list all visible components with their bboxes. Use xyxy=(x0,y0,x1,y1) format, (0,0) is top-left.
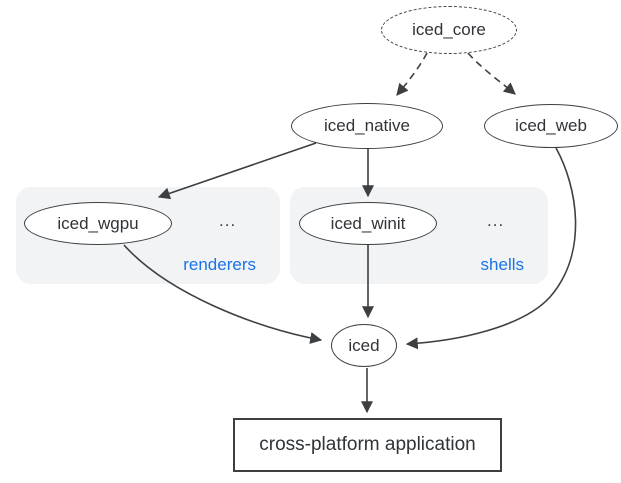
node-iced_native: iced_native xyxy=(291,103,443,149)
edge-iced_web-to-iced xyxy=(405,147,577,350)
edge-iced_core-to-iced_web xyxy=(467,52,516,95)
node-iced_wgpu: iced_wgpu xyxy=(24,202,172,245)
shells-group-label: shells xyxy=(480,255,524,274)
renderers-group-label: renderers xyxy=(183,255,256,274)
shells-ellipsis: ... xyxy=(487,211,505,230)
node-cross-platform-application: cross-platform application xyxy=(233,418,502,472)
edge-iced_core-to-iced_native xyxy=(396,52,428,96)
node-iced_wgpu-label: iced_wgpu xyxy=(57,213,139,233)
node-iced_native-label: iced_native xyxy=(323,116,410,135)
edge-iced_native-to-iced_wgpu xyxy=(157,142,317,200)
node-iced_web: iced_web xyxy=(484,104,618,148)
node-iced_core: iced_core xyxy=(381,6,517,54)
node-iced: iced xyxy=(331,324,397,367)
node-iced_core-label: iced_core xyxy=(412,20,486,39)
node-iced_winit-label: iced_winit xyxy=(330,213,406,233)
node-iced-label: iced xyxy=(348,335,380,355)
node-cross-platform-application-label: cross-platform application xyxy=(259,434,476,455)
node-iced_winit: iced_winit xyxy=(299,202,437,245)
renderers-ellipsis: ... xyxy=(219,211,237,230)
edge-iced_wgpu-to-iced xyxy=(123,244,323,344)
node-iced_web-label: iced_web xyxy=(515,116,587,135)
